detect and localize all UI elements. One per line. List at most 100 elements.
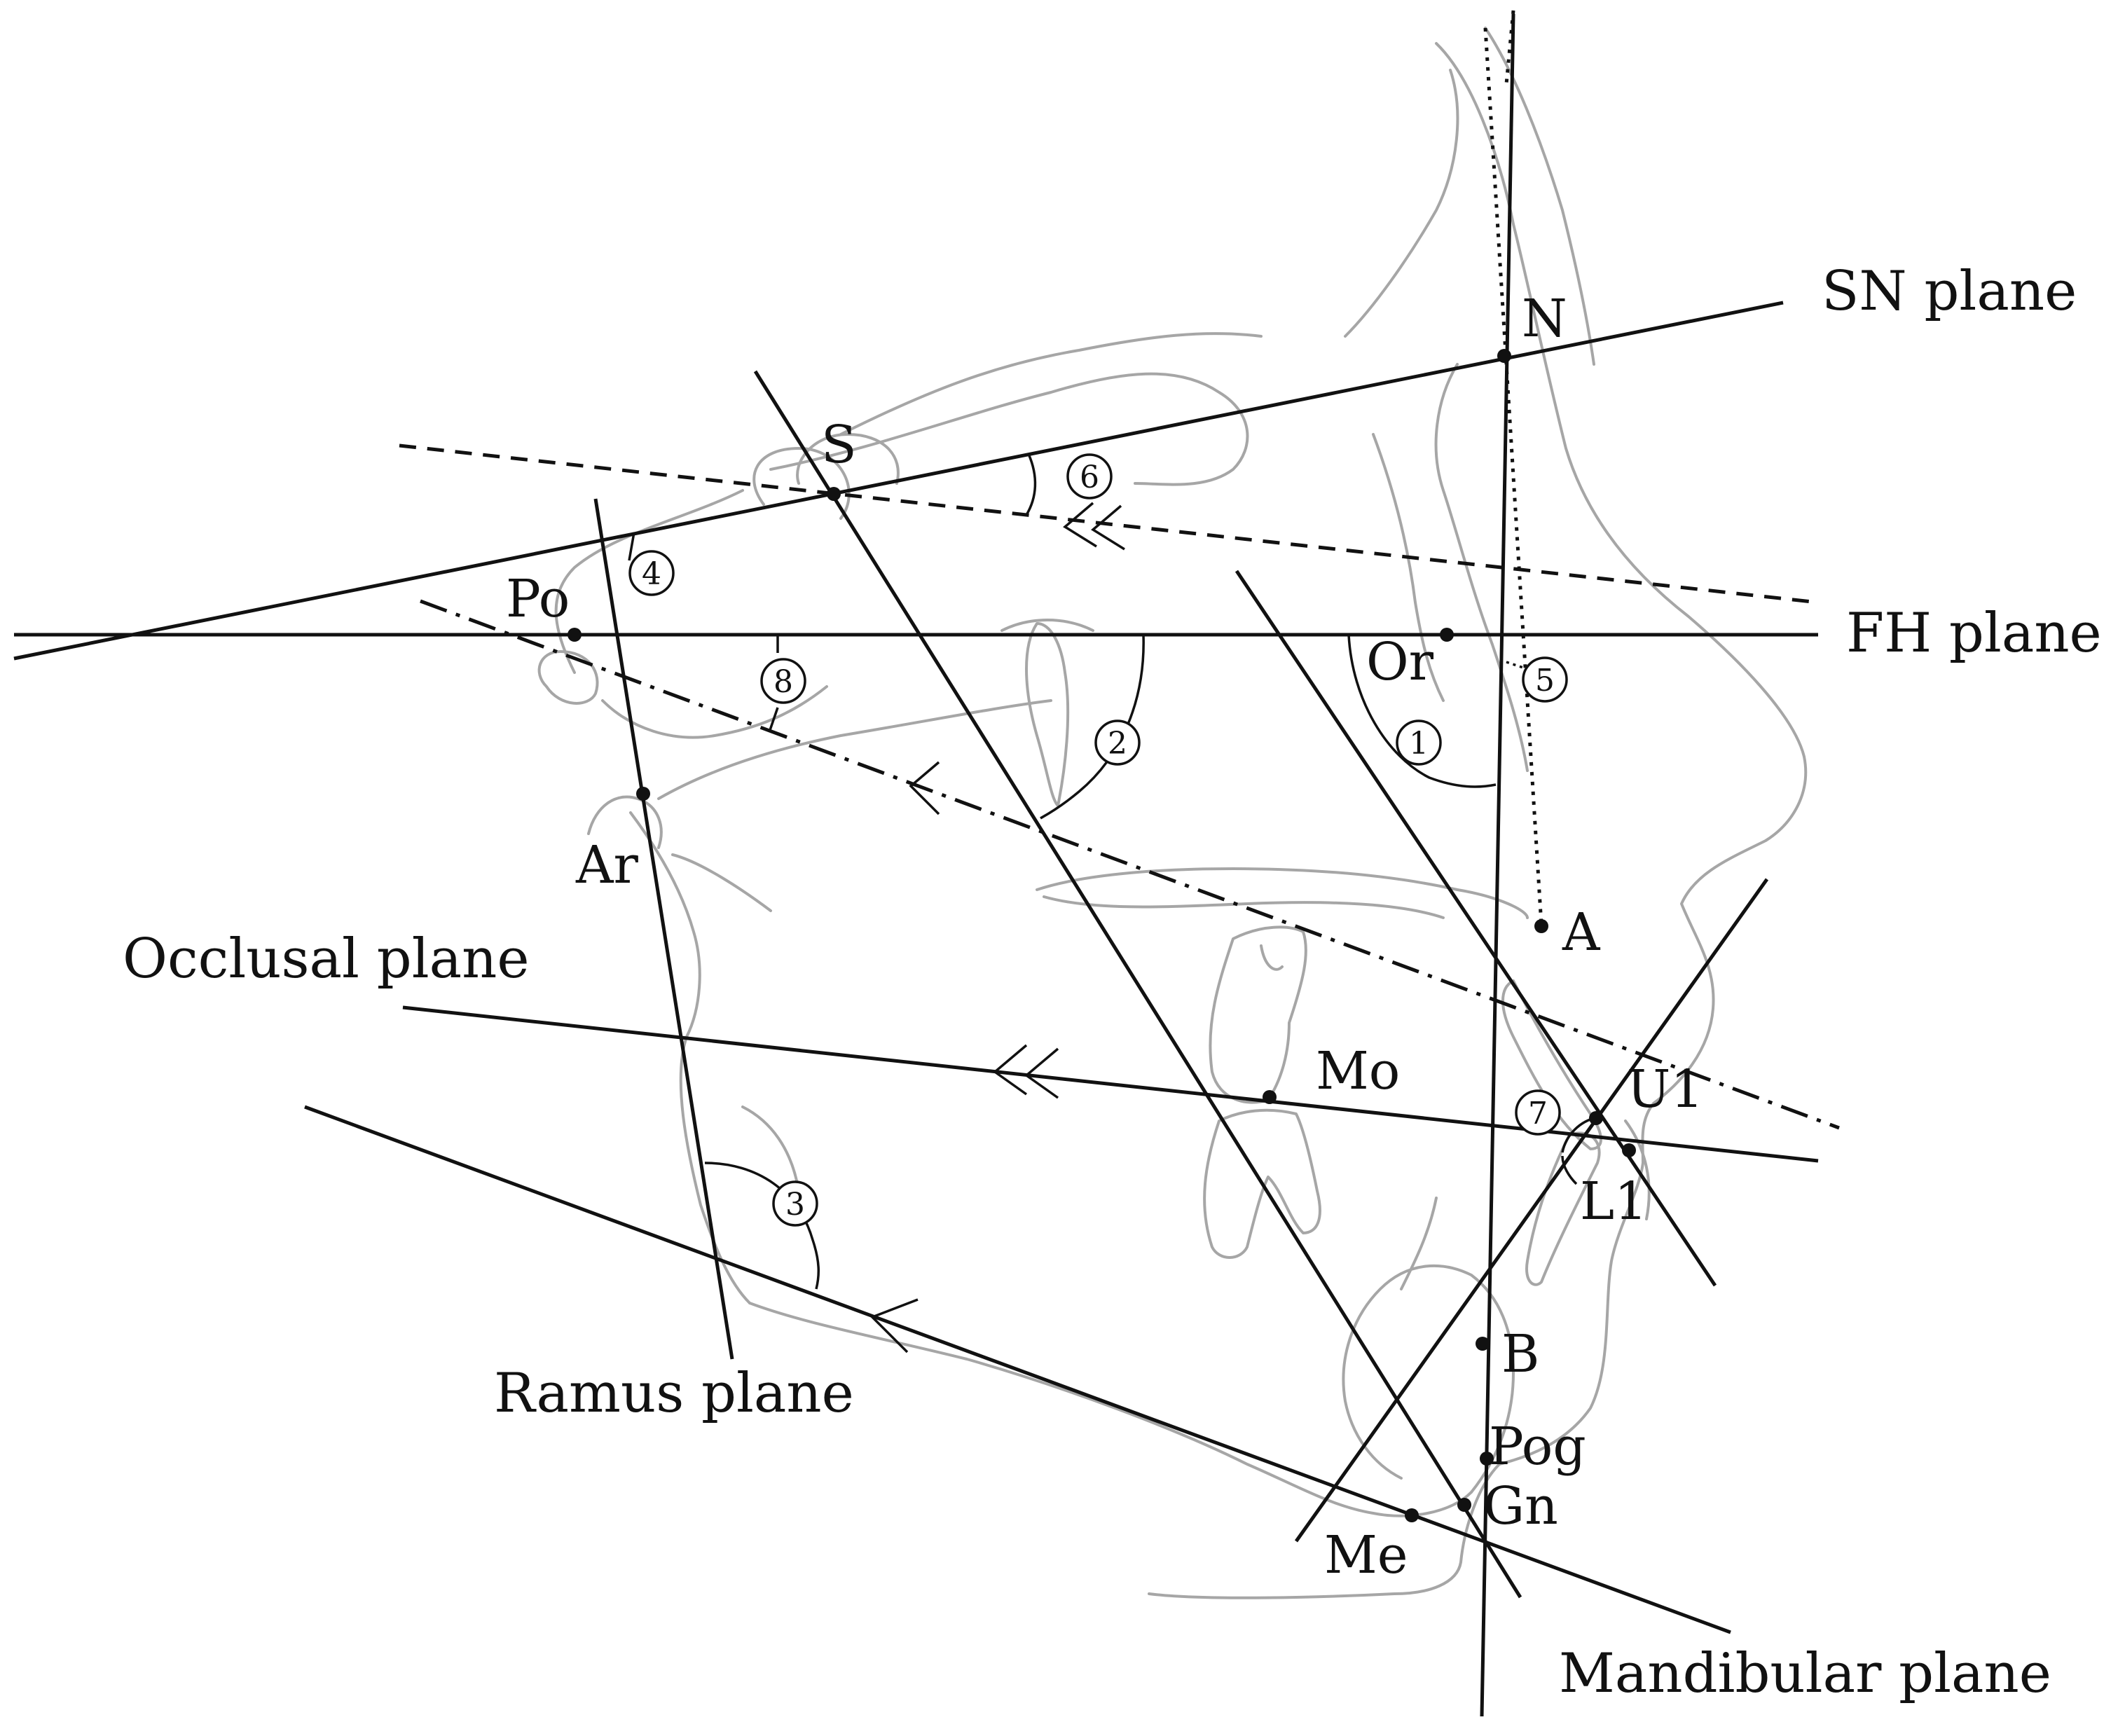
point-me — [1405, 1508, 1419, 1522]
ramus-posterior-outline — [629, 811, 751, 1304]
po-dashdot-line — [420, 599, 1840, 1130]
angle-1-text: 1 — [1409, 726, 1429, 762]
lower-lip-outline — [1624, 1120, 1651, 1220]
upper-incisor-outline — [1501, 979, 1602, 1150]
plane-labels: SN plane FH plane Occlusal plane Ramus p… — [123, 260, 2102, 1705]
palate-outline — [1036, 867, 1529, 919]
angle-6-arc — [1025, 453, 1037, 516]
reference-lines — [13, 10, 1840, 1717]
angle-3-label: 3 — [772, 1180, 818, 1227]
angle-4-tick — [628, 532, 635, 561]
pterygoid-fissure-outline — [1025, 622, 1070, 807]
mandible-anterior-outline — [741, 1105, 800, 1192]
landmark-labels: N S Po Or Ar A Mo U1 L1 B Pog Gn Me — [506, 289, 1703, 1585]
cranial-base-outline — [769, 372, 1249, 486]
point-s — [827, 487, 841, 501]
angle-2-label: 2 — [1094, 719, 1141, 766]
angle-5-text: 5 — [1535, 663, 1555, 698]
label-b: B — [1501, 1324, 1539, 1384]
orbit-outline — [1372, 433, 1445, 702]
dashdot-line-chevron — [909, 761, 940, 815]
angle-6-label: 6 — [1066, 453, 1113, 500]
angle-labels: 1 2 3 4 5 6 7 8 — [628, 453, 1568, 1227]
label-l1: L1 — [1580, 1171, 1647, 1232]
frontal-bone-outline — [1344, 69, 1459, 338]
n-a-dotted-line — [1483, 27, 1543, 925]
symphysis-inner-outline — [1400, 1197, 1438, 1290]
sn-plane-line — [13, 301, 1784, 661]
angle-8-tick-lower — [768, 707, 779, 733]
label-u1: U1 — [1627, 1059, 1703, 1120]
label-pog: Pog — [1489, 1417, 1586, 1477]
label-ramus-plane: Ramus plane — [494, 1362, 854, 1425]
orbital-floor-outline — [1000, 619, 1094, 632]
upper-incisor-axis-line — [1235, 570, 1717, 1287]
angle-4-text: 4 — [642, 556, 661, 592]
angle-4-label: 4 — [628, 550, 675, 596]
angle-7-label: 7 — [1515, 1089, 1561, 1136]
point-mo — [1263, 1090, 1277, 1104]
label-sn-plane: SN plane — [1822, 260, 2077, 323]
label-ar: Ar — [575, 835, 638, 895]
label-occlusal-plane: Occlusal plane — [123, 928, 530, 991]
condyle-outline — [587, 795, 663, 849]
point-po — [568, 628, 582, 642]
sella-turcica-outline — [796, 433, 900, 485]
angle-2-arc — [1040, 634, 1145, 820]
anterior-cranial-outline — [839, 332, 1263, 436]
s-parallel-dashed-line — [399, 443, 1819, 605]
palate-inferior-outline — [1043, 895, 1445, 919]
ramus-plane-line — [593, 498, 734, 1360]
occlusal-plane-line — [402, 1005, 1819, 1163]
angle-3-text: 3 — [785, 1187, 805, 1222]
angle-8-text: 8 — [773, 664, 793, 700]
lower-incisor-outline — [1525, 1131, 1601, 1286]
mandibular-line-chevron — [869, 1298, 919, 1353]
dashed-line-double-chevron — [1063, 502, 1125, 551]
label-s: S — [821, 415, 857, 475]
angle-1-arc — [1347, 634, 1497, 788]
point-pog — [1480, 1452, 1494, 1466]
n-pog-line — [1480, 13, 1515, 1717]
mandibular-plane-line — [304, 1105, 1731, 1634]
n-a-dotted-upper — [1504, 10, 1515, 85]
nasal-cavity-outline — [1434, 363, 1529, 772]
label-mandibular-plane: Mandibular plane — [1559, 1642, 2051, 1705]
point-b — [1476, 1337, 1490, 1351]
point-gn — [1457, 1498, 1471, 1512]
point-a — [1534, 919, 1548, 933]
angle-6-text: 6 — [1080, 460, 1099, 495]
mandible-border-outline — [748, 1302, 1473, 1517]
landmark-points — [568, 349, 1636, 1522]
lower-molar-outline — [1203, 1108, 1321, 1259]
occipital-outline — [554, 489, 744, 674]
label-gn: Gn — [1483, 1476, 1558, 1536]
angle-7-lower-arc — [1561, 1155, 1578, 1185]
angle-7-text: 7 — [1528, 1096, 1548, 1131]
label-a: A — [1562, 902, 1601, 963]
occlusal-line-double-chevron — [993, 1044, 1059, 1099]
angle-8-label: 8 — [760, 658, 806, 704]
upper-molar-root-outline — [1260, 944, 1284, 971]
angle-2-text: 2 — [1108, 726, 1127, 762]
s-gn-line — [753, 370, 1522, 1599]
upper-molar-outline — [1209, 925, 1307, 1104]
point-n — [1497, 349, 1511, 363]
facial-profile-outline — [1148, 42, 1808, 1599]
symphysis-outline — [1342, 1264, 1515, 1494]
label-mo: Mo — [1316, 1041, 1400, 1101]
label-me: Me — [1324, 1525, 1408, 1585]
coronoid-outline — [671, 853, 772, 912]
point-u1 — [1589, 1111, 1603, 1125]
label-fh-plane: FH plane — [1846, 602, 2102, 665]
label-n: N — [1522, 289, 1567, 349]
angle-1-label: 1 — [1396, 719, 1442, 766]
lower-incisor-axis-line — [1294, 878, 1769, 1543]
label-or: Or — [1366, 632, 1434, 692]
zygomatic-outline — [657, 699, 1052, 800]
angle-5-label: 5 — [1522, 656, 1568, 703]
parallel-markers — [869, 502, 1125, 1353]
label-po: Po — [506, 569, 570, 629]
angle-markers — [628, 453, 1598, 1290]
